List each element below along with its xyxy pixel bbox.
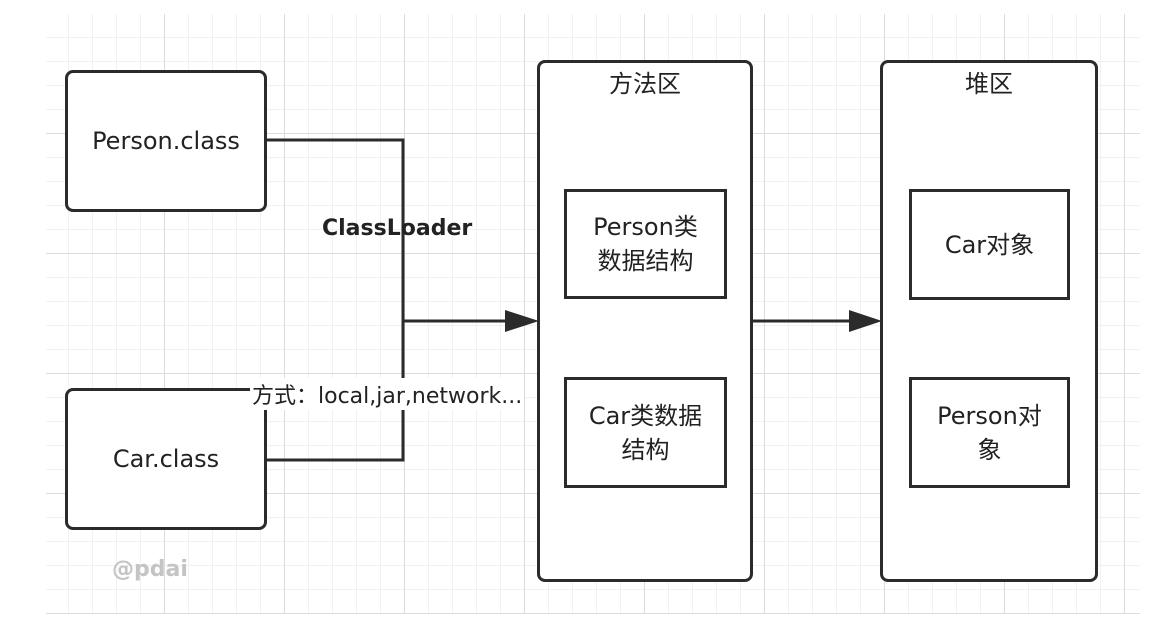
car-object-box xyxy=(909,189,1070,300)
person-class-box xyxy=(65,70,267,212)
method-area-title: 方法区 xyxy=(609,70,681,98)
heap-box xyxy=(880,60,1098,582)
person-class-label: Person.class xyxy=(92,127,240,155)
car-class-box xyxy=(65,388,267,530)
person-class-structure-box xyxy=(564,189,727,299)
car-object-label: Car对象 xyxy=(944,230,1035,259)
heap-title: 堆区 xyxy=(965,70,1013,98)
person-object-label: Person对 象 xyxy=(937,401,1042,464)
person-connector xyxy=(266,138,405,462)
classloader-label: ClassLoader xyxy=(322,216,473,241)
car-class-structure-label: Car类数据 结构 xyxy=(588,401,703,464)
person-class-structure-label: Person类 数据结构 xyxy=(593,213,698,275)
watermark: @pdai xyxy=(112,557,188,582)
person-object-box xyxy=(909,377,1070,488)
loader-methods-label: 方式：local,jar,network... xyxy=(250,378,525,410)
car-class-label: Car.class xyxy=(112,445,220,473)
heap-arrowhead xyxy=(849,310,882,332)
loader-arrowhead xyxy=(505,310,539,332)
method-area-box xyxy=(537,60,753,582)
car-class-structure-box xyxy=(564,377,727,488)
